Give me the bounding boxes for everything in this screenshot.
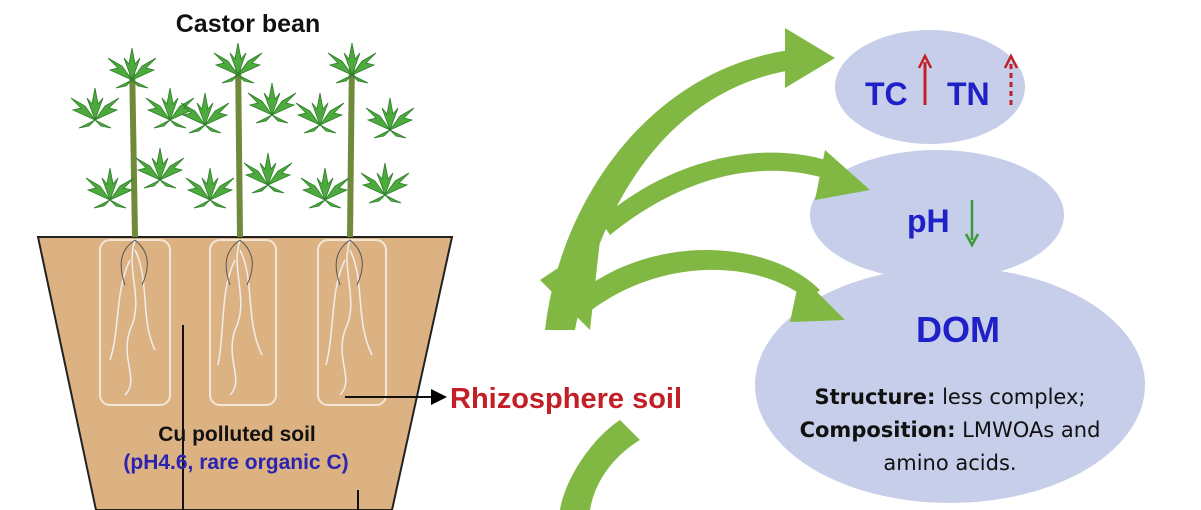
ph-ellipse	[810, 150, 1064, 280]
green-arrows	[540, 28, 870, 510]
arrow-lower	[560, 420, 640, 510]
tc-tn-ellipse	[835, 30, 1025, 144]
pot-label: Cu polluted soil	[158, 423, 316, 446]
castor-bean-plants	[70, 42, 415, 238]
roots	[109, 239, 373, 396]
root-box	[317, 239, 387, 406]
arrow-head	[785, 28, 835, 88]
rhizosphere-label: Rhizosphere soil	[450, 383, 682, 415]
arrow-to-rhizosphere	[540, 240, 600, 330]
root-box	[209, 239, 277, 406]
pot: Cu polluted soil (pH4.6, rare organic C)	[36, 236, 454, 510]
tc-label: TC	[865, 76, 908, 112]
tn-label: TN	[947, 76, 990, 112]
dom-composition-cont: amino acids.	[883, 451, 1016, 475]
dom-label: DOM	[916, 309, 1000, 350]
ph-label: pH	[907, 203, 950, 239]
dom-composition: Composition: LMWOAs and	[800, 418, 1101, 442]
dom-structure: Structure: less complex;	[815, 385, 1086, 409]
dom-ellipse	[755, 267, 1145, 503]
title: Castor bean	[176, 10, 320, 38]
pot-condition: (pH4.6, rare organic C)	[123, 451, 348, 474]
